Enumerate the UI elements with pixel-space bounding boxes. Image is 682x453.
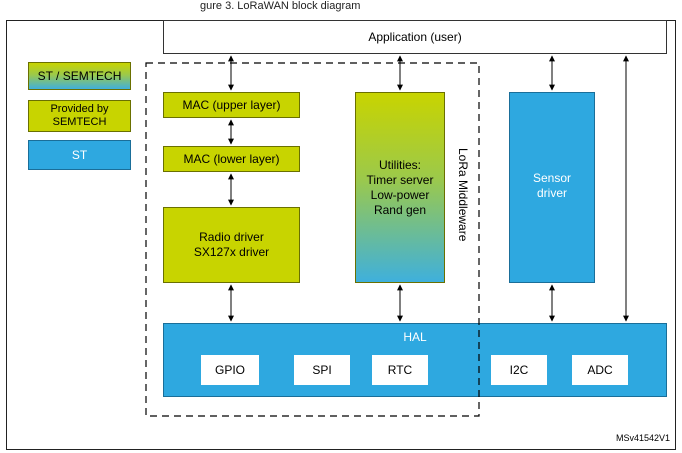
hal-gpio: GPIO [201,355,259,385]
hal-label: HAL [403,330,427,344]
radio-driver-block: Radio driver SX127x driver [163,207,300,283]
hal-rtc-label: RTC [387,362,413,377]
radio-driver-label: Radio driver SX127x driver [193,230,270,259]
hal-spi: SPI [294,355,350,385]
hal-spi-label: SPI [312,362,332,377]
utilities-label: Utilities: Timer server Low-power Rand g… [366,157,434,217]
legend-semtech-label: Provided by SEMTECH [50,103,109,128]
sensor-driver-block: Sensor driver [509,92,595,283]
figure-reference: MSv41542V1 [615,433,670,443]
mac-lower-layer-block: MAC (lower layer) [163,146,300,172]
hal-i2c: I2C [491,355,547,385]
hal-gpio-label: GPIO [214,362,245,377]
legend-st-label: ST [71,147,88,162]
legend-st: ST [28,140,131,170]
mac-upper-layer-block: MAC (upper layer) [163,92,300,118]
application-block: Application (user) [163,20,667,54]
figure-title-fragment: gure 3. LoRaWAN block diagram [200,0,361,12]
mac-lower-label: MAC (lower layer) [183,151,280,166]
hal-adc: ADC [572,355,628,385]
sensor-driver-label: Sensor driver [532,171,572,200]
application-label: Application (user) [368,29,462,44]
legend-st-semtech-label: ST / SEMTECH [37,68,122,83]
hal-rtc: RTC [372,355,428,385]
mac-upper-label: MAC (upper layer) [182,97,281,112]
legend-st-semtech: ST / SEMTECH [28,62,131,90]
hal-i2c-label: I2C [509,362,529,377]
hal-adc-label: ADC [587,362,613,377]
lora-middleware-boundary [145,62,480,417]
utilities-block: Utilities: Timer server Low-power Rand g… [355,92,445,283]
legend-semtech: Provided by SEMTECH [28,100,131,132]
